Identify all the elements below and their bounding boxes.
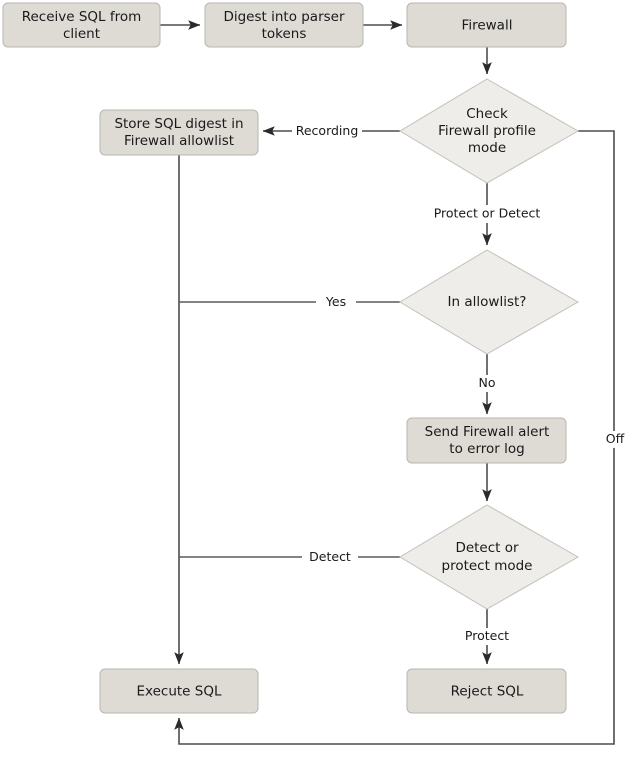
edge-label-protect: Protect <box>456 628 518 645</box>
edge-label-protect-or-detect: Protect or Detect <box>424 205 550 223</box>
node-receive-sql-shape <box>2 2 161 48</box>
node-execute-sql-shape <box>99 668 259 714</box>
node-digest-tokens-shape <box>204 2 364 48</box>
node-receive-sql-line-1: Receive SQL from <box>22 9 142 25</box>
node-detect-or-protect-mode-shape <box>399 504 580 610</box>
node-digest-tokens-line-2: tokens <box>262 26 307 42</box>
edge-label-protect-text: Protect <box>465 628 509 643</box>
node-send-firewall-alert[interactable]: Send Firewall alert to error log <box>406 417 567 464</box>
edge-label-yes: Yes <box>316 294 356 311</box>
node-in-allowlist-shape <box>399 249 580 355</box>
node-firewall-line-1: Firewall <box>462 18 513 34</box>
node-send-firewall-alert-line-2: to error log <box>449 441 524 457</box>
edge-label-recording: Recording <box>292 123 362 140</box>
node-detect-or-protect-mode-line-2: protect mode <box>442 558 533 574</box>
edge-label-recording-text: Recording <box>296 123 359 138</box>
node-reject-sql-line-1: Reject SQL <box>451 684 524 700</box>
node-store-sql-digest-line-2: Firewall allowlist <box>124 133 234 149</box>
node-execute-sql-line-1: Execute SQL <box>137 684 222 700</box>
node-store-sql-digest-shape <box>99 109 259 156</box>
edge-label-protect-or-detect-text: Protect or Detect <box>434 206 541 221</box>
node-check-firewall-profile-mode-line-3: mode <box>468 140 506 156</box>
node-store-sql-digest[interactable]: Store SQL digest in Firewall allowlist <box>99 109 259 156</box>
node-send-firewall-alert-shape <box>406 417 567 464</box>
node-send-firewall-alert-line-1: Send Firewall alert <box>425 424 550 440</box>
node-in-allowlist[interactable]: In allowlist? <box>399 249 580 355</box>
node-execute-sql[interactable]: Execute SQL <box>99 668 259 714</box>
node-digest-tokens[interactable]: Digest into parser tokens <box>204 2 364 48</box>
node-store-sql-digest-line-1: Store SQL digest in <box>114 116 243 132</box>
node-detect-or-protect-mode[interactable]: Detect or protect mode <box>399 504 580 610</box>
edge-label-off: Off <box>601 431 629 448</box>
edge-label-yes-text: Yes <box>325 294 346 309</box>
node-check-firewall-profile-mode-line-1: Check <box>466 106 508 122</box>
node-receive-sql-line-2: client <box>63 26 100 42</box>
edge-label-no: No <box>473 375 501 392</box>
edge-label-detect-text: Detect <box>309 549 351 564</box>
edge-label-no-text: No <box>479 375 496 390</box>
node-reject-sql-shape <box>406 668 567 714</box>
node-check-firewall-profile-mode[interactable]: Check Firewall profile mode <box>399 78 580 184</box>
node-receive-sql[interactable]: Receive SQL from client <box>2 2 161 48</box>
node-firewall[interactable]: Firewall <box>406 2 567 48</box>
node-in-allowlist-line-1: In allowlist? <box>448 294 527 310</box>
edge-checkmode-off-to-execute <box>174 130 615 745</box>
node-digest-tokens-line-1: Digest into parser <box>223 9 345 25</box>
edge-label-off-text: Off <box>606 431 625 446</box>
node-check-firewall-profile-mode-shape <box>399 78 580 184</box>
node-firewall-shape <box>406 2 567 48</box>
node-check-firewall-profile-mode-line-2: Firewall profile <box>438 123 536 139</box>
edge-label-detect: Detect <box>302 549 358 566</box>
node-detect-or-protect-mode-line-1: Detect or <box>455 540 519 556</box>
node-reject-sql[interactable]: Reject SQL <box>406 668 567 714</box>
